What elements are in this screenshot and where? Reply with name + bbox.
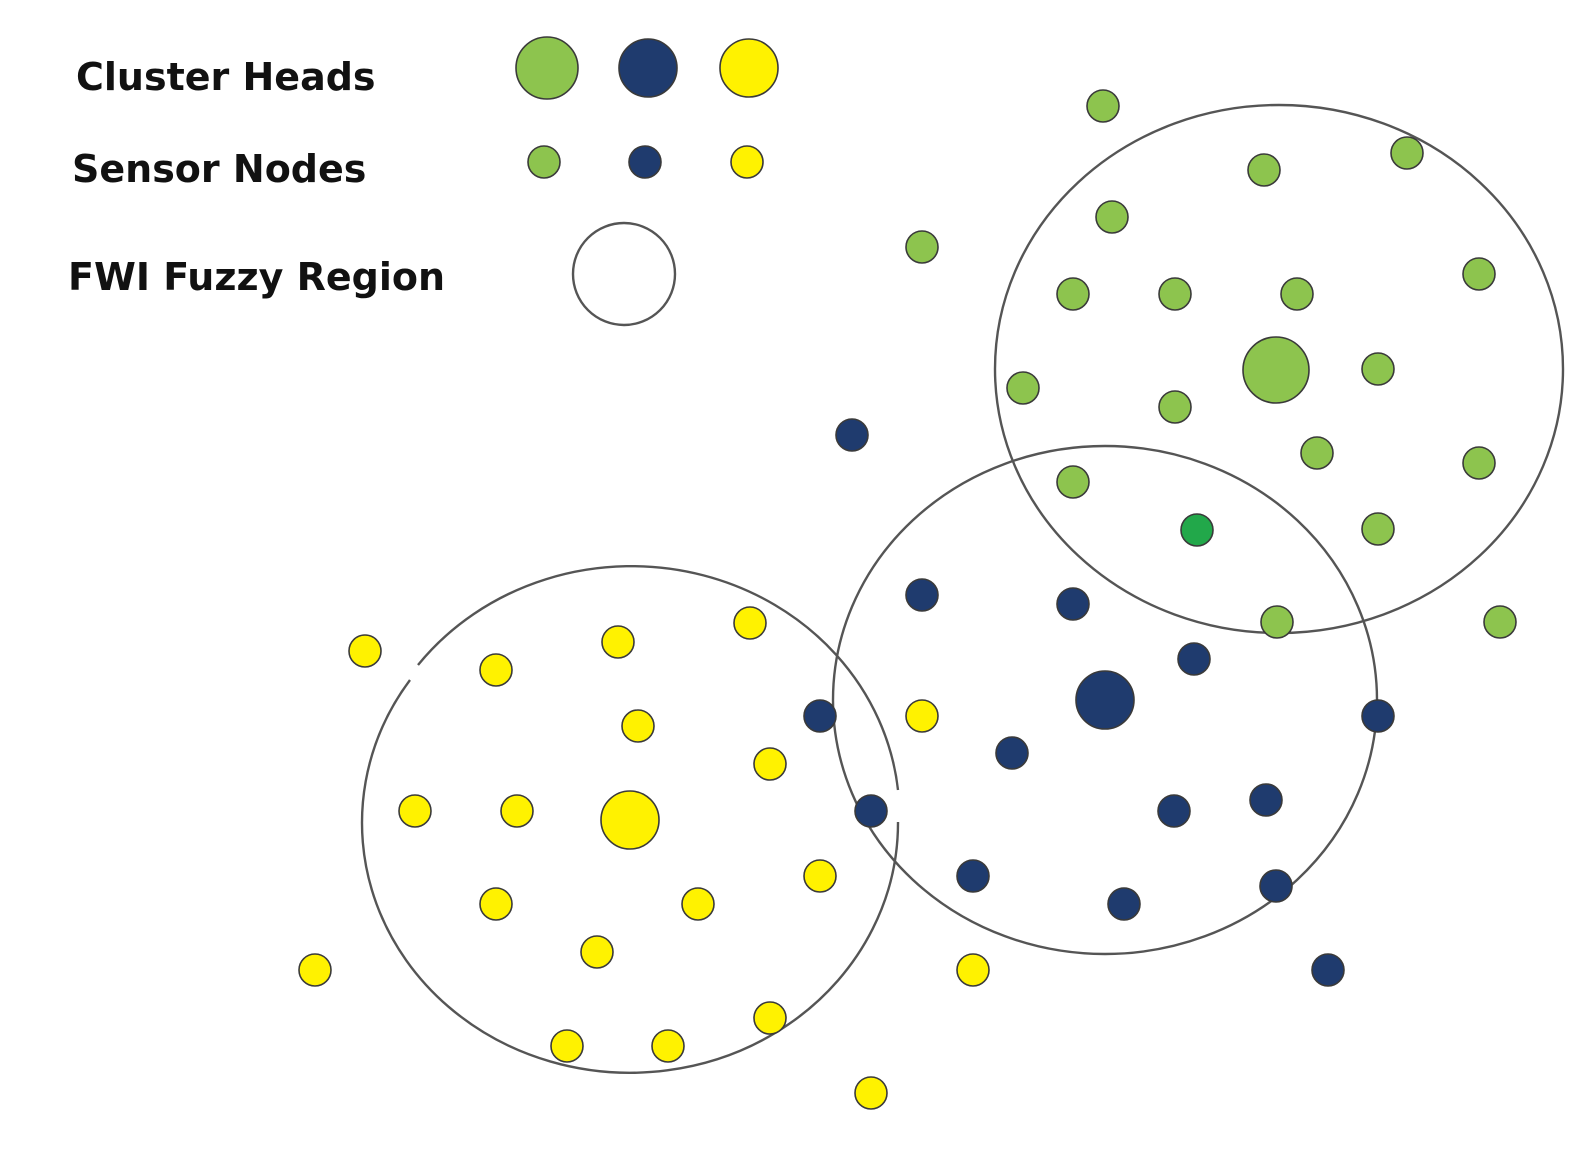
yellow-sensor-node xyxy=(681,887,715,921)
blue-sensor-node xyxy=(956,859,990,893)
blue-cluster-head xyxy=(1075,670,1135,730)
green-sensor-node xyxy=(1056,465,1090,499)
blue-sensor-node xyxy=(1056,587,1090,621)
green-sensor-node xyxy=(1361,352,1395,386)
legend-blue-cluster-head xyxy=(618,38,678,98)
green-sensor-node xyxy=(1006,371,1040,405)
green-sensor-node xyxy=(1483,605,1517,639)
green-sensor-node xyxy=(1086,89,1120,123)
green-cluster xyxy=(905,89,1517,639)
yellow-sensor-node xyxy=(621,709,655,743)
yellow-sensor-node xyxy=(854,1076,888,1110)
green-sensor-node xyxy=(1247,153,1281,187)
green-sensor-node xyxy=(1158,277,1192,311)
legend-green-cluster-head xyxy=(515,36,579,100)
yellow-sensor-node xyxy=(298,953,332,987)
blue-sensor-node xyxy=(803,699,837,733)
fuzzy-regions xyxy=(360,103,1565,1074)
legend-sensor-nodes-label: Sensor Nodes xyxy=(72,147,366,191)
bright-green-sensor-node xyxy=(1180,513,1214,547)
yellow-sensor-node xyxy=(803,859,837,893)
green-sensor-node xyxy=(1158,390,1192,424)
legend-yellow-cluster-head xyxy=(719,38,779,98)
green-sensor-node xyxy=(1390,136,1424,170)
legend-blue-sensor-node xyxy=(628,145,662,179)
green-sensor-node xyxy=(905,230,939,264)
green-cluster-head xyxy=(1242,336,1310,404)
blue-sensor-node xyxy=(1177,642,1211,676)
blue-sensor-node xyxy=(1259,869,1293,903)
yellow-fuzzy-region-upper-arc xyxy=(417,564,900,791)
legend: Cluster Heads Sensor Nodes FWI Fuzzy Reg… xyxy=(68,36,779,327)
yellow-sensor-node xyxy=(479,653,513,687)
yellow-sensor-node xyxy=(500,794,534,828)
yellow-cluster-head xyxy=(600,790,660,850)
green-sensor-node xyxy=(1056,277,1090,311)
yellow-fuzzy-region xyxy=(360,679,900,1074)
yellow-sensor-node xyxy=(956,953,990,987)
yellow-sensor-node xyxy=(479,887,513,921)
yellow-cluster xyxy=(298,606,990,1110)
legend-green-sensor-node xyxy=(527,145,561,179)
yellow-sensor-node xyxy=(601,625,635,659)
yellow-sensor-node xyxy=(550,1029,584,1063)
blue-sensor-node xyxy=(1249,783,1283,817)
blue-sensor-node xyxy=(1311,953,1345,987)
yellow-sensor-node xyxy=(753,747,787,781)
blue-cluster xyxy=(803,418,1395,987)
legend-fuzzy-region-circle xyxy=(571,221,677,327)
yellow-sensor-node xyxy=(753,1001,787,1035)
green-sensor-node xyxy=(1462,446,1496,480)
yellow-sensor-node xyxy=(733,606,767,640)
blue-sensor-node xyxy=(905,578,939,612)
yellow-sensor-node xyxy=(348,634,382,668)
blue-sensor-node xyxy=(854,794,888,828)
blue-sensor-node xyxy=(1361,699,1395,733)
green-sensor-node xyxy=(1260,605,1294,639)
legend-fuzzy-region-label: FWI Fuzzy Region xyxy=(68,255,445,299)
green-sensor-node xyxy=(1361,512,1395,546)
yellow-sensor-node xyxy=(398,794,432,828)
yellow-sensor-node xyxy=(651,1029,685,1063)
blue-sensor-node xyxy=(1107,887,1141,921)
legend-cluster-heads-label: Cluster Heads xyxy=(76,55,376,99)
legend-yellow-sensor-node xyxy=(730,145,764,179)
green-sensor-node xyxy=(1462,257,1496,291)
blue-sensor-node xyxy=(835,418,869,452)
green-sensor-node xyxy=(1280,277,1314,311)
blue-sensor-node xyxy=(1157,794,1191,828)
blue-sensor-node xyxy=(995,736,1029,770)
yellow-sensor-node xyxy=(580,935,614,969)
green-sensor-node xyxy=(1300,436,1334,470)
green-sensor-node xyxy=(1095,200,1129,234)
yellow-sensor-node xyxy=(905,699,939,733)
